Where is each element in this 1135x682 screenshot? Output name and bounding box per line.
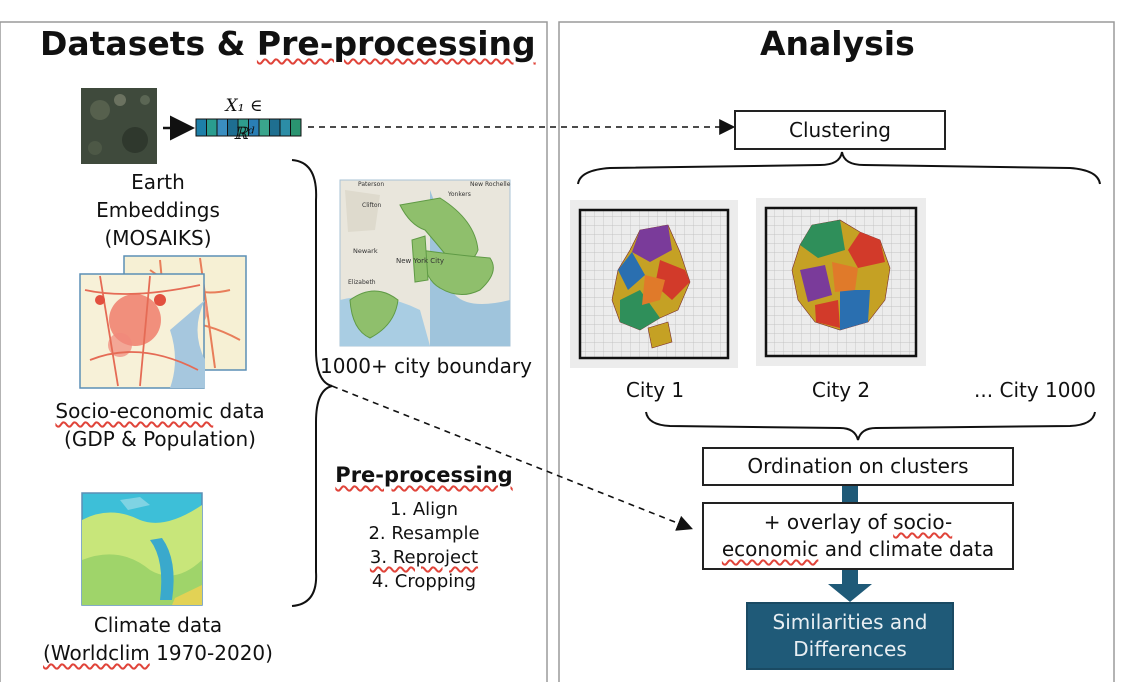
- right-panel-border: [558, 21, 1115, 682]
- earth-label-line2: Embeddings: [96, 198, 220, 222]
- clustering-brace: [577, 151, 1101, 185]
- overlay-to-result-arrowhead: [828, 584, 872, 602]
- step-resample: 2. Resample: [368, 523, 480, 544]
- climate-label-line1: Climate data: [93, 613, 223, 637]
- climate-label: Climate data (Worldclim 1970-2020): [10, 611, 306, 667]
- earth-embeddings-label: Earth Embeddings (MOSAIKS): [58, 168, 258, 252]
- city-2-label: City 2: [811, 378, 871, 402]
- socio-economic-label: Socio-economic data (GDP & Population): [20, 397, 300, 453]
- clustering-box: Clustering: [734, 110, 946, 150]
- city-boundary-label: 1000+ city boundary: [320, 354, 532, 378]
- city-1-map: [570, 200, 738, 368]
- right-panel-title: Analysis: [760, 24, 915, 63]
- socio-label-rest: data: [213, 399, 265, 423]
- cities-brace: [645, 411, 1096, 441]
- overlay-to-result-shaft: [842, 568, 858, 584]
- overlay-prefix: + overlay of: [763, 510, 894, 534]
- overlay-box: + overlay of socio- economic and climate…: [702, 502, 1014, 570]
- socio-label-line2: (GDP & Population): [64, 427, 256, 451]
- embedding-cell: [195, 118, 207, 137]
- result-box: Similarities and Differences: [746, 602, 954, 670]
- step-cropping: 4. Cropping: [371, 571, 477, 592]
- satellite-image: [81, 88, 157, 164]
- ordination-to-overlay-connector: [842, 484, 858, 504]
- embedding-cell: [290, 118, 302, 137]
- map-place-6: New Rochelle: [470, 181, 511, 188]
- left-title-part2: Pre-processing: [256, 24, 536, 63]
- city-more-label: ... City 1000: [974, 378, 1096, 402]
- city-2-map: [756, 198, 926, 366]
- preprocessing-steps: 1. Align 2. Resample 3. Reproject 4. Cro…: [334, 498, 514, 594]
- earth-label-line1: Earth: [131, 170, 185, 194]
- map-place-2: Newark: [353, 247, 378, 255]
- left-title-part1: Datasets &: [40, 24, 257, 63]
- socio-economic-map: [79, 255, 247, 389]
- overlay-word1: socio-: [893, 510, 953, 534]
- city-boundary-map: [339, 179, 511, 347]
- result-line1: Similarities and: [772, 610, 928, 634]
- datasets-brace: [291, 159, 333, 607]
- left-panel-title: Datasets & Pre-processing: [40, 24, 536, 63]
- left-panel-border: [0, 21, 548, 682]
- overlay-rest: and climate data: [818, 537, 995, 561]
- climate-map: [81, 492, 203, 606]
- city-1-label: City 1: [625, 378, 685, 402]
- map-place-7: Yonkers: [447, 191, 471, 198]
- step-align: 1. Align: [389, 499, 459, 520]
- result-line2: Differences: [793, 637, 907, 661]
- climate-label-rest: 1970-2020): [149, 641, 273, 665]
- map-place-5: Elizabeth: [348, 279, 376, 286]
- earth-label-line3: (MOSAIKS): [104, 226, 212, 250]
- preprocessing-title: Pre-processing: [324, 461, 524, 489]
- step-reproject: 3. Reproject: [369, 547, 479, 568]
- map-place-3: Paterson: [358, 181, 384, 188]
- socio-label-word: Socio-economic: [55, 399, 214, 423]
- embedding-cell: [279, 118, 291, 137]
- climate-label-word: (Worldclim: [43, 641, 150, 665]
- embedding-vector: [195, 118, 302, 137]
- map-place-4: Clifton: [362, 202, 382, 209]
- overlay-word2: economic: [721, 537, 819, 561]
- datasets-to-overlay-arrow: [331, 385, 693, 531]
- embedding-formula: X₁ ∈ ℝᵈ: [225, 96, 263, 144]
- preprocessing-title-text: Pre-processing: [335, 463, 513, 487]
- ordination-box: Ordination on clusters: [702, 447, 1014, 486]
- map-place-1: New York City: [396, 257, 444, 265]
